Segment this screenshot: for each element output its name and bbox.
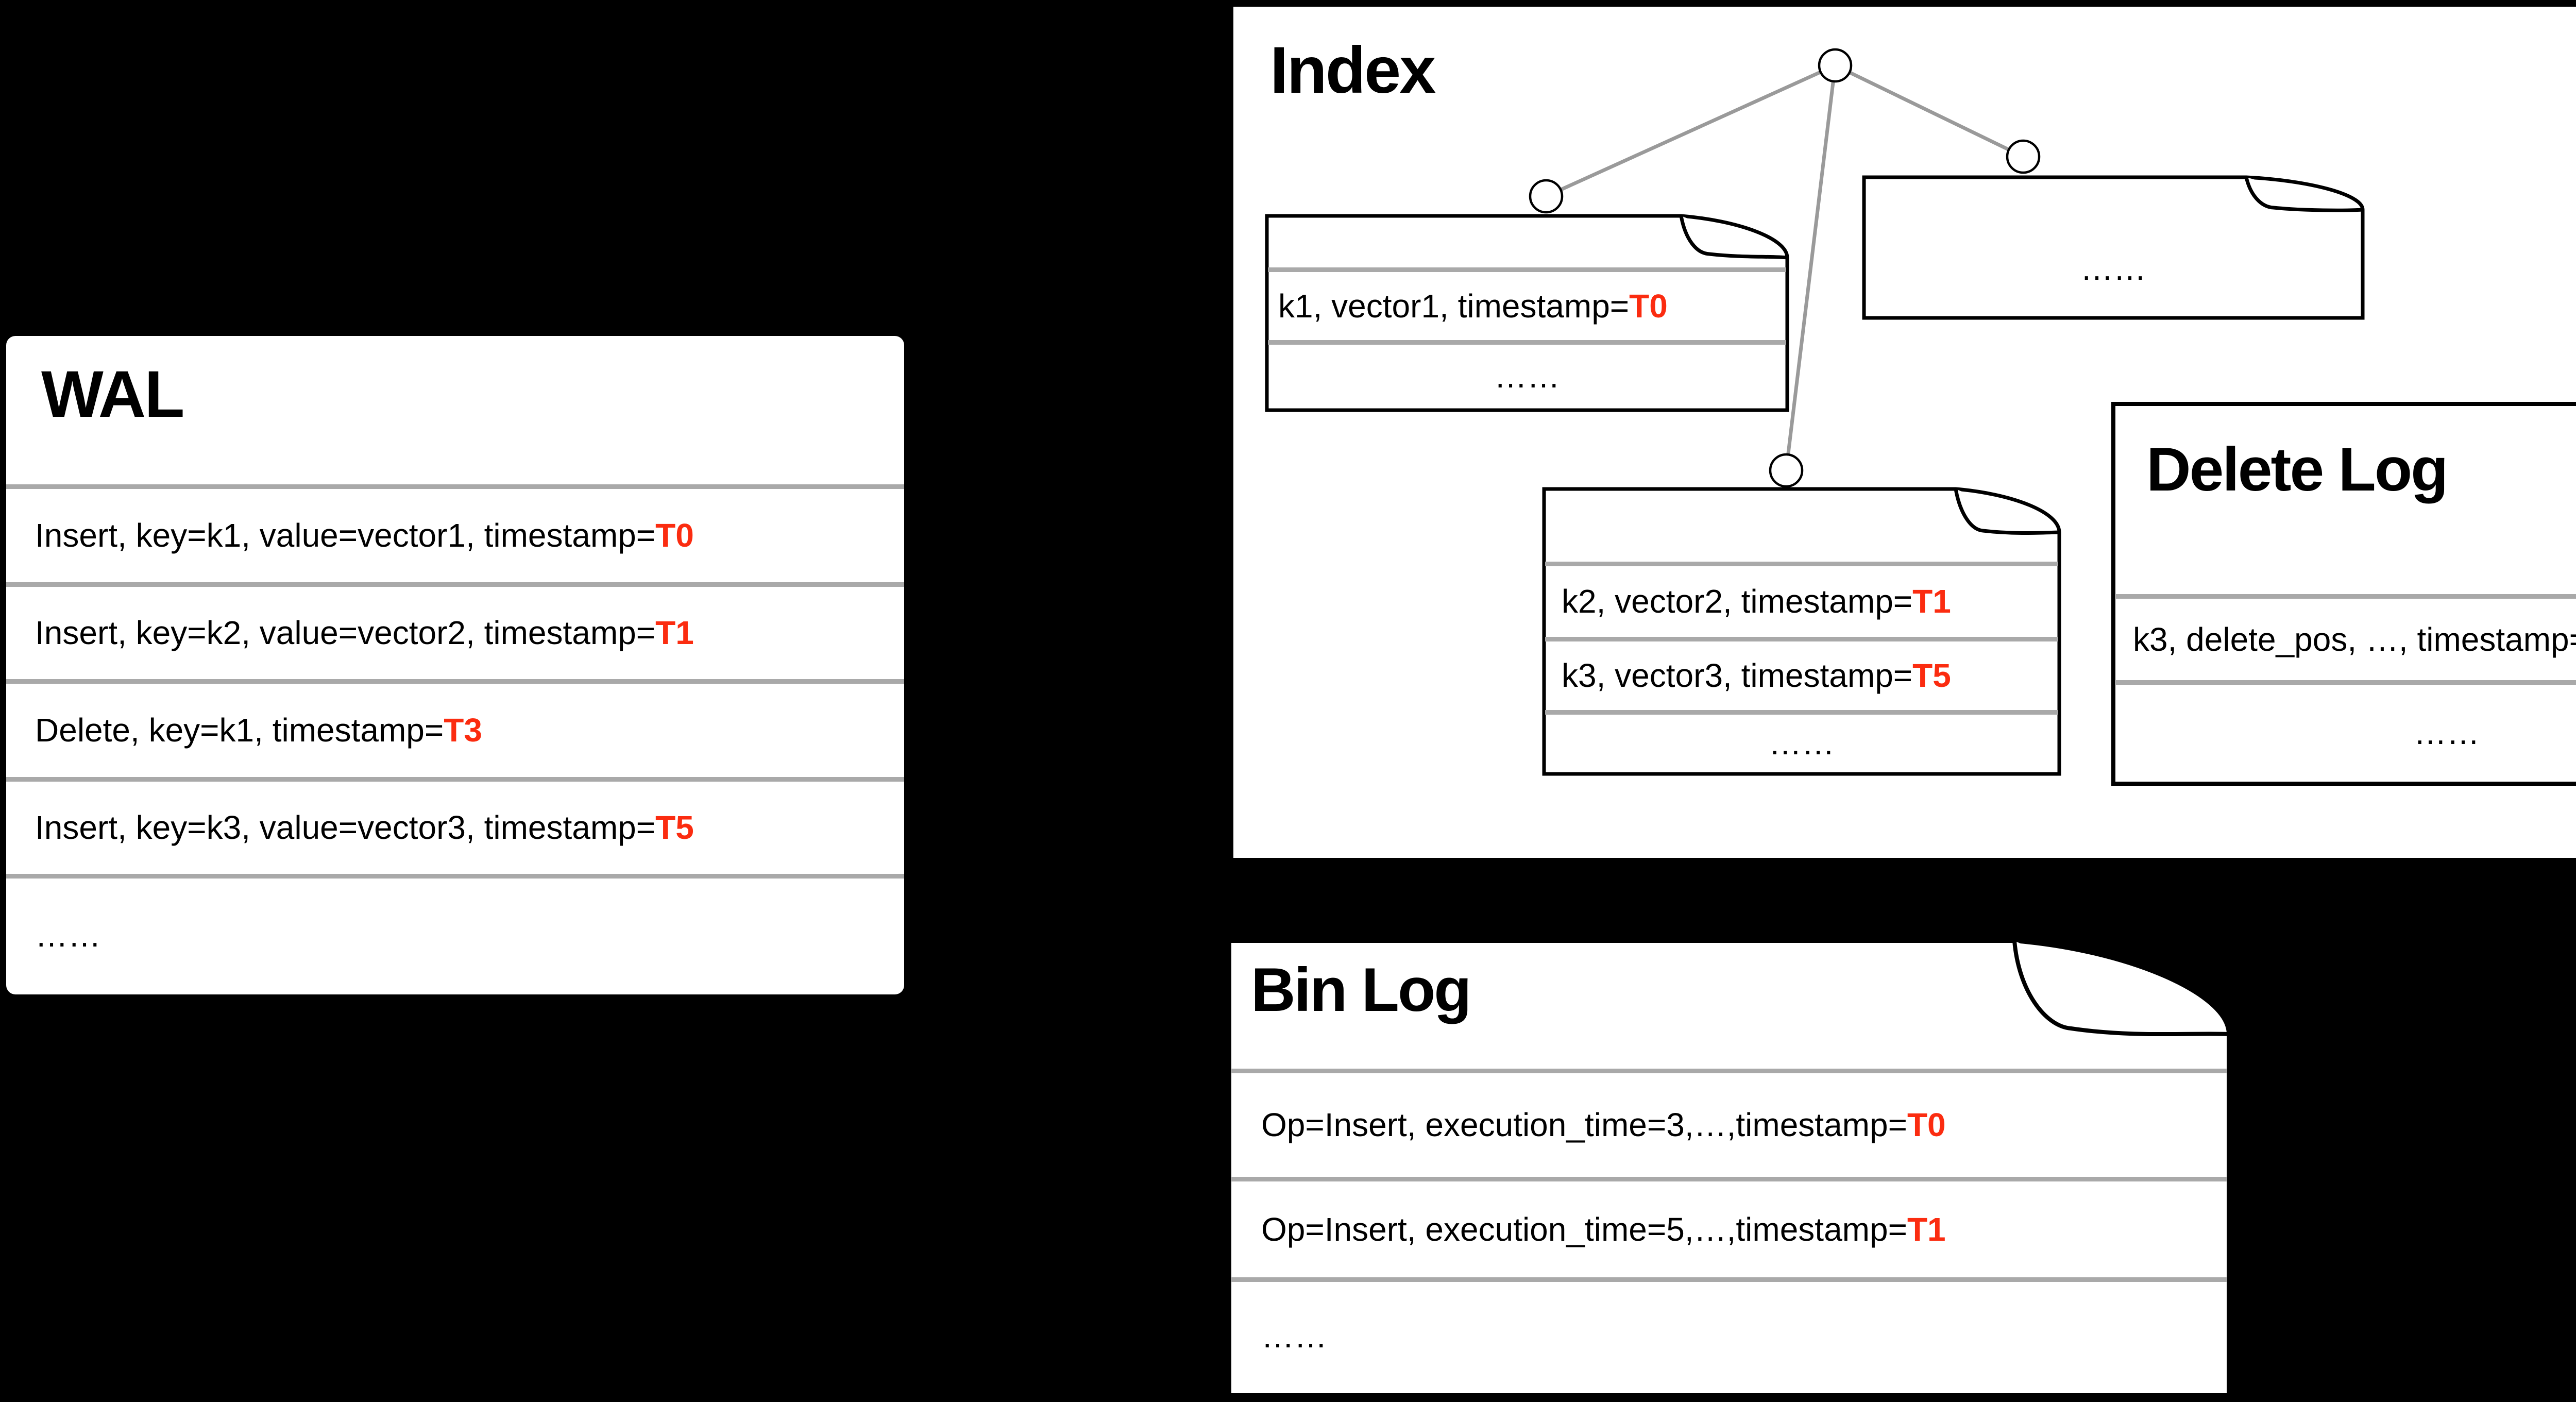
divider (1268, 267, 1786, 272)
segment-ellipsis-row: …… (1542, 712, 2061, 774)
ellipsis-text: …… (35, 917, 101, 954)
page-fold-corner-icon (2012, 940, 2229, 1037)
tree-edge (1784, 65, 1837, 471)
timestamp-value: T1 (655, 614, 694, 651)
tree-edges (1545, 63, 2024, 471)
page-outline (1265, 214, 1789, 412)
page-fold-corner-icon (1679, 215, 1788, 260)
index-segment-doc-1: k1, vector1, timestamp=T0 …… (1265, 214, 1789, 412)
wal-title: WAL (41, 358, 184, 431)
ellipsis-text: …… (1261, 1317, 1327, 1355)
timestamp-value: T5 (1912, 657, 1951, 694)
timestamp-value: T3 (444, 712, 482, 749)
divider (1231, 1277, 2227, 1282)
bin-log-title: Bin Log (1251, 955, 1472, 1024)
delete-log-title: Delete Log (2146, 435, 2448, 504)
ellipsis-text: …… (2414, 714, 2480, 751)
page-shape (1542, 487, 2061, 776)
segment-row-text: k2, vector2, timestamp= (1562, 583, 1913, 620)
page-fold-corner-icon (1954, 488, 2060, 535)
segment-row-text: k3, vector3, timestamp= (1562, 657, 1913, 694)
ellipsis-text: …… (1494, 358, 1560, 395)
divider (1545, 562, 2058, 566)
wal-row: Insert, key=k3, value=vector3, timestamp… (6, 779, 904, 876)
tree-edge (1545, 63, 1836, 198)
index-segment-doc-3: …… (1862, 175, 2365, 320)
index-segment-doc-2: k2, vector2, timestamp=T1 k3, vector3, t… (1542, 487, 2061, 776)
page-shape (1862, 175, 2365, 320)
segment-row: k2, vector2, timestamp=T1 (1542, 564, 2061, 639)
bin-log-ellipsis-row: …… (1227, 1279, 2231, 1393)
bin-log-row-text: Op=Insert, execution_time=5,…,timestamp= (1261, 1210, 1907, 1248)
segment-row: k1, vector1, timestamp=T0 (1265, 269, 1789, 342)
ellipsis-text: …… (1769, 724, 1835, 762)
page-outline (2111, 402, 2576, 786)
divider (2115, 680, 2576, 685)
divider (1231, 1177, 2227, 1181)
page-outline (1542, 487, 2061, 776)
timestamp-value: T0 (655, 517, 694, 554)
timestamp-value: T5 (655, 809, 694, 846)
wal-row-text: Insert, key=k3, value=vector3, timestamp… (35, 809, 656, 846)
delete-log-row-text: k3, delete_pos, …, timestamp= (2133, 620, 2576, 658)
wal-row: Delete, key=k1, timestamp=T3 (6, 681, 904, 779)
wal-row: Insert, key=k2, value=vector2, timestamp… (6, 584, 904, 681)
divider (1545, 637, 2058, 641)
divider (2115, 594, 2576, 599)
wal-row: Insert, key=k1, value=vector1, timestamp… (6, 486, 904, 584)
wal-row-text: Insert, key=k2, value=vector2, timestamp… (35, 614, 656, 651)
bin-log-row: Op=Insert, execution_time=5,…,timestamp=… (1227, 1179, 2231, 1279)
bin-log-row: Op=Insert, execution_time=3,…,timestamp=… (1227, 1071, 2231, 1179)
wal-ellipsis-row: …… (6, 876, 904, 994)
tree-edge (1834, 63, 2024, 159)
divider (1268, 340, 1786, 345)
delete-log-doc: Delete Log k3, delete_pos, …, timestamp=… (2111, 402, 2576, 786)
tree-node-icon (2006, 139, 2041, 174)
timestamp-value: T1 (1907, 1210, 1946, 1248)
divider (6, 874, 904, 879)
segment-row: k3, vector3, timestamp=T5 (1542, 639, 2061, 712)
index-tree (1529, 48, 2041, 488)
segment-ellipsis-row: …… (1265, 342, 1789, 410)
delete-log-row: k3, delete_pos, …, timestamp=T3 (2111, 596, 2576, 682)
page-fold-corner-icon (2244, 177, 2363, 212)
divider (1231, 1069, 2227, 1073)
timestamp-value: T0 (1907, 1106, 1946, 1143)
divider (6, 582, 904, 587)
timestamp-value: T1 (1912, 583, 1951, 620)
divider (6, 777, 904, 782)
wal-row-text: Delete, key=k1, timestamp= (35, 712, 444, 749)
index-panel: Index k1, vector1, timestamp=T0 (1233, 7, 2576, 858)
divider (1545, 710, 2058, 715)
segment-ellipsis-row: …… (1862, 175, 2365, 341)
delete-log-ellipsis-row: …… (2111, 682, 2576, 783)
bin-log-row-text: Op=Insert, execution_time=3,…,timestamp= (1261, 1106, 1907, 1143)
wal-row-text: Insert, key=k1, value=vector1, timestamp… (35, 517, 656, 554)
index-title: Index (1270, 33, 1436, 107)
bin-log-doc: Bin Log Op=Insert, execution_time=3,…,ti… (1227, 939, 2231, 1397)
divider (6, 484, 904, 489)
tree-node-icon (1769, 453, 1804, 488)
page-shape (2111, 402, 2576, 786)
timestamp-value: T0 (1629, 287, 1668, 325)
page-outline (1862, 175, 2365, 320)
wal-table: WAL Insert, key=k1, value=vector1, times… (6, 336, 904, 994)
segment-row-text: k1, vector1, timestamp= (1278, 287, 1630, 325)
divider (6, 679, 904, 684)
ellipsis-text: …… (2080, 249, 2146, 287)
tree-node-icon (1529, 179, 1564, 214)
tree-root-node-icon (1818, 48, 1853, 83)
